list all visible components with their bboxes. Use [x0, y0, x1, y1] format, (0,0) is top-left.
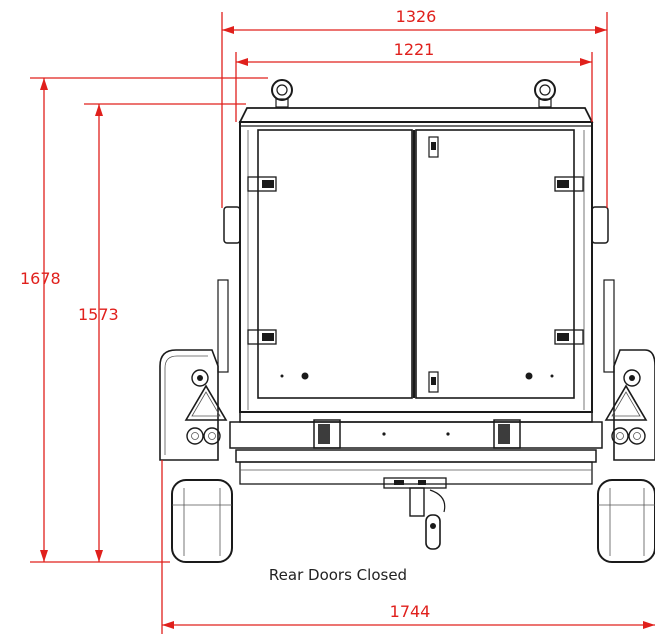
rear-lamp-left	[184, 369, 228, 445]
label-track-width: 1744	[390, 602, 431, 621]
rear-lamp-right	[604, 369, 648, 445]
hinge-top-left	[247, 176, 277, 192]
lifting-eye-right	[534, 79, 556, 108]
label-body-height: 1573	[78, 305, 119, 324]
door-left	[257, 129, 413, 399]
drawing-caption: Rear Doors Closed	[269, 566, 407, 584]
dimension-overall-height: 1678	[20, 77, 268, 563]
dimension-overall-width: 1326	[221, 7, 608, 208]
hinge-bottom-left	[247, 329, 277, 345]
label-body-width: 1221	[394, 40, 435, 59]
rear-bumper	[235, 449, 597, 463]
side-handle-left	[223, 206, 241, 244]
roof	[238, 107, 594, 123]
mudguard-left	[159, 349, 219, 461]
label-overall-width: 1326	[396, 7, 437, 26]
dimension-body-width: 1221	[235, 40, 593, 122]
latch-top	[428, 136, 439, 158]
side-handle-right	[591, 206, 609, 244]
trailer-body	[159, 79, 655, 563]
wheel-left	[171, 479, 233, 563]
tow-coupling	[383, 477, 447, 550]
dimension-body-height: 1573	[78, 103, 246, 562]
hinge-top-right	[554, 176, 584, 192]
latch-bottom	[428, 371, 439, 393]
hinge-bottom-right	[554, 329, 584, 345]
door-right	[415, 129, 575, 399]
label-overall-height: 1678	[20, 269, 61, 288]
chassis-beam	[239, 411, 593, 423]
dimension-track-width: 1744	[161, 460, 655, 634]
wheel-right	[597, 479, 655, 563]
lifting-eye-left	[271, 79, 293, 108]
